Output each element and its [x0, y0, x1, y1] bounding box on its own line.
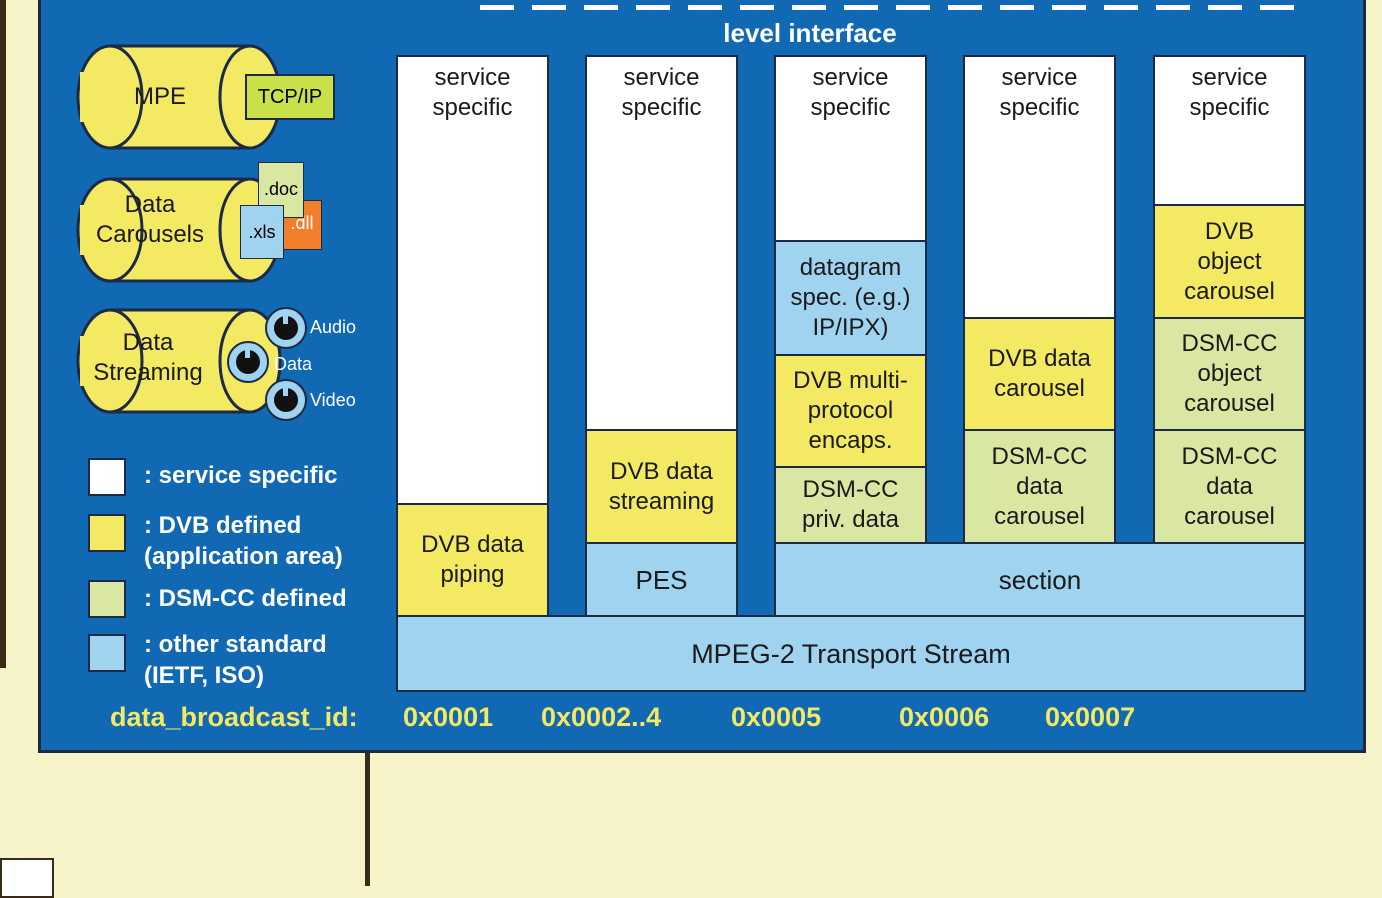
interface-dash-segment [532, 5, 566, 10]
interface-dash-segment [1208, 5, 1242, 10]
video-reel-icon [265, 379, 307, 421]
carousels-label: Data Carousels [95, 191, 205, 248]
audio-label: Audio [310, 317, 357, 337]
interface-dash-segment [740, 5, 774, 10]
id-0x0002-4: 0x0002..4 [541, 702, 662, 732]
legend-swatch-dvb [88, 514, 126, 552]
col5-dsmcc-data-carousel: DSM-CC data carousel [1153, 429, 1306, 544]
legend-text-service: : service specific [144, 462, 338, 489]
data-reel-icon [227, 341, 269, 383]
col3-datagram-spec: datagram spec. (e.g.) IP/IPX) [774, 240, 927, 356]
interface-title: level interface [723, 18, 897, 48]
video-label: Video [310, 390, 356, 410]
col1-dvb-data-piping: DVB data piping [396, 503, 549, 617]
col3-service-specific: service specific [774, 55, 927, 242]
col4-dvb-data-carousel: DVB data carousel [963, 317, 1116, 431]
audio-reel-icon [265, 307, 307, 349]
col2-pes: PES [585, 542, 738, 617]
interface-dash-segment [1156, 5, 1190, 10]
interface-dash-segment [1104, 5, 1138, 10]
connector-line [365, 753, 370, 886]
data-broadcast-id-label: data_broadcast_id: [110, 702, 358, 732]
mpe-label: MPE [133, 83, 186, 110]
interface-dash-segment [1000, 5, 1034, 10]
col2-dvb-data-streaming: DVB data streaming [585, 429, 738, 544]
col1-service-specific: service specific [396, 55, 549, 505]
xls-file-icon: .xls [240, 205, 284, 259]
col5-dsmcc-object-carousel: DSM-CC object carousel [1153, 317, 1306, 431]
id-0x0007: 0x0007 [1045, 702, 1136, 732]
col2-service-specific: service specific [585, 55, 738, 431]
col4-dsmcc-data-carousel: DSM-CC data carousel [963, 429, 1116, 544]
interface-dash-segment [948, 5, 982, 10]
section-layer: section [774, 542, 1306, 617]
interface-dash-segment [584, 5, 618, 10]
mpeg2-transport-stream: MPEG-2 Transport Stream [396, 615, 1306, 692]
col5-dvb-object-carousel: DVB object carousel [1153, 204, 1306, 319]
left-frame-line [0, 0, 6, 668]
tcpip-tag: TCP/IP [245, 74, 335, 120]
col3-dvb-multiprotocol: DVB multi- protocol encaps. [774, 354, 927, 468]
interface-dash-segment [1052, 5, 1086, 10]
col3-dsmcc-priv-data: DSM-CC priv. data [774, 466, 927, 544]
id-0x0006: 0x0006 [899, 702, 990, 732]
legend-swatch-dsmcc [88, 580, 126, 618]
streaming-label: Data Streaming [93, 329, 203, 386]
bottom-left-box [0, 858, 54, 898]
col5-service-specific: service specific [1153, 55, 1306, 206]
interface-dash-segment [844, 5, 878, 10]
id-0x0005: 0x0005 [731, 702, 822, 732]
interface-dash-segment [792, 5, 826, 10]
legend-swatch-other [88, 634, 126, 672]
col4-service-specific: service specific [963, 55, 1116, 319]
interface-dash-segment [1260, 5, 1294, 10]
legend-text-dvb: : DVB defined (application area) [144, 512, 343, 570]
interface-dash-segment [480, 5, 514, 10]
interface-dash-segment [688, 5, 722, 10]
interface-dash-segment [636, 5, 670, 10]
id-0x0001: 0x0001 [403, 702, 494, 732]
legend-swatch-service [88, 458, 126, 496]
data-label: Data [274, 354, 313, 374]
legend-text-dsmcc: : DSM-CC defined [144, 585, 347, 612]
interface-dash-segment [896, 5, 930, 10]
legend-text-other: : other standard (IETF, ISO) [144, 631, 327, 689]
